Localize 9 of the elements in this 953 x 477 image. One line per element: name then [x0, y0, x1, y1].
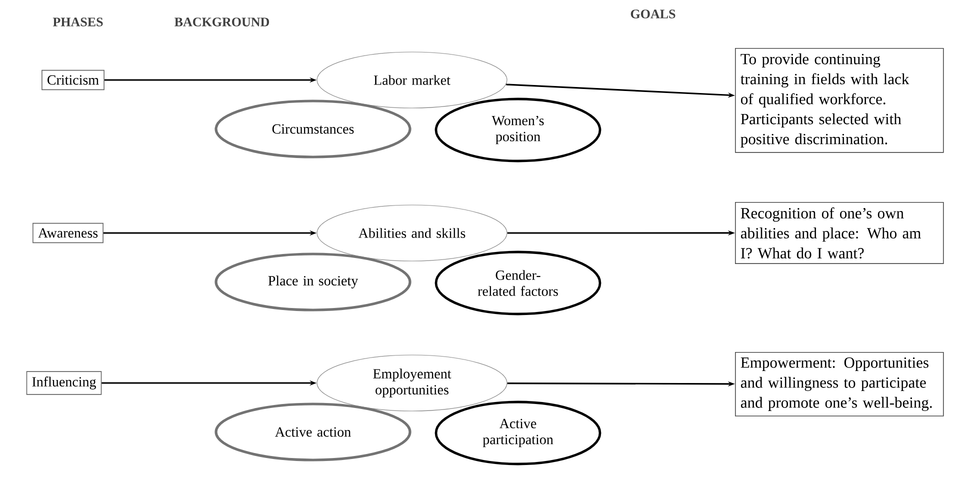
column-heading: PHASES — [52, 18, 103, 26]
column-heading: BACKGROUND — [174, 18, 270, 26]
phase-box: Influencing — [26, 371, 102, 395]
goal-box: Recognition of one’s own abilities and place: Who am I? What do I want? — [735, 202, 944, 264]
goal-box: To provide continuing training in fields with lack of qualified workforce. Participants selected with positive discrimination. — [735, 48, 944, 153]
phase-box: Awareness — [32, 222, 104, 244]
phase-box: Criticism — [42, 70, 104, 90]
goal-box: Empowerment: Opportunities and willingness to participate and promote one’s well-being. — [735, 352, 944, 416]
column-heading: GOALS — [630, 10, 676, 18]
